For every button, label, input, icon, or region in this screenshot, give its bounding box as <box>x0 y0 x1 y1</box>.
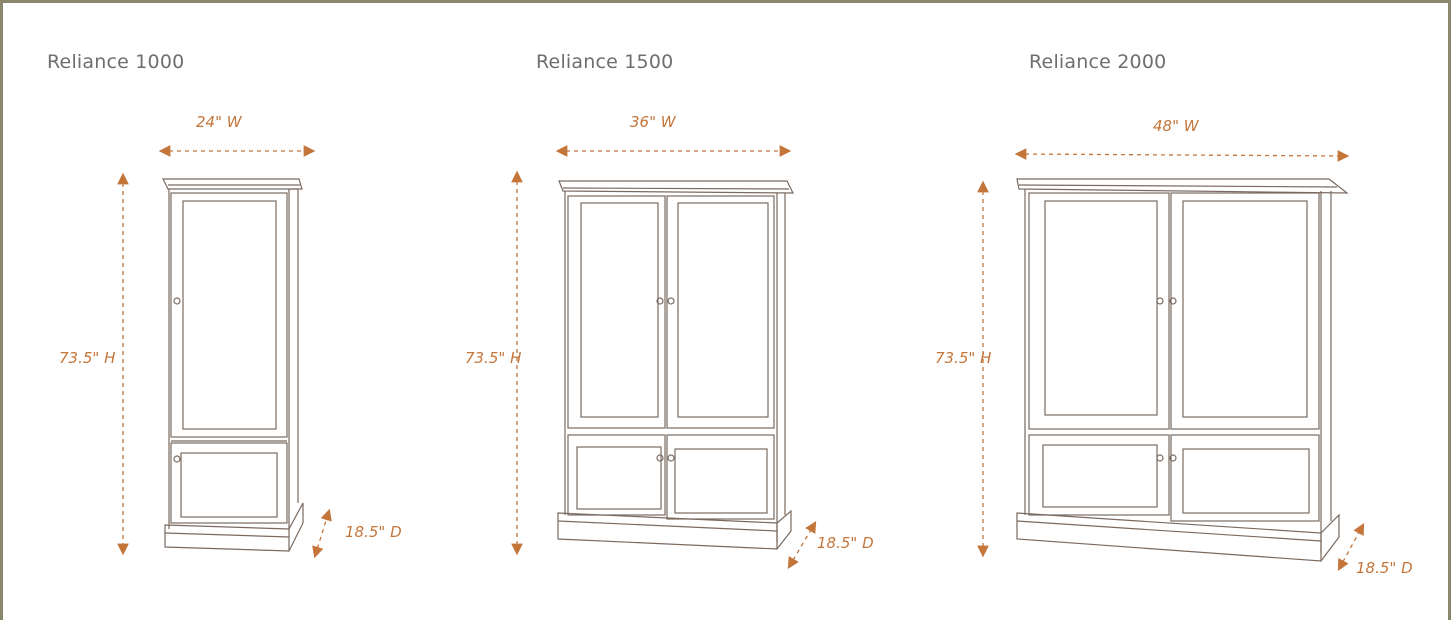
dimension-lines-2000 <box>977 148 1365 572</box>
height-label-1500: 73.5" H <box>465 349 522 367</box>
depth-label-1000: 18.5" D <box>345 523 402 541</box>
model-title-reliance-1000: Reliance 1000 <box>47 51 185 73</box>
cabinet-reliance-2000 <box>1016 178 1349 562</box>
width-label-1000: 24" W <box>196 113 242 131</box>
width-label-1500: 36" W <box>630 113 676 131</box>
depth-label-2000: 18.5" D <box>1356 559 1413 577</box>
model-title-reliance-1500: Reliance 1500 <box>536 51 674 73</box>
dimension-lines-1000 <box>117 145 332 559</box>
cabinet-drawings <box>117 145 1365 572</box>
dimension-lines-1500 <box>511 145 817 570</box>
height-label-1000: 73.5" H <box>59 349 116 367</box>
width-label-2000: 48" W <box>1153 117 1199 135</box>
model-title-reliance-2000: Reliance 2000 <box>1029 51 1167 73</box>
cabinet-reliance-1000 <box>162 178 304 552</box>
cabinet-reliance-1500 <box>557 180 794 550</box>
depth-label-1500: 18.5" D <box>817 534 874 552</box>
